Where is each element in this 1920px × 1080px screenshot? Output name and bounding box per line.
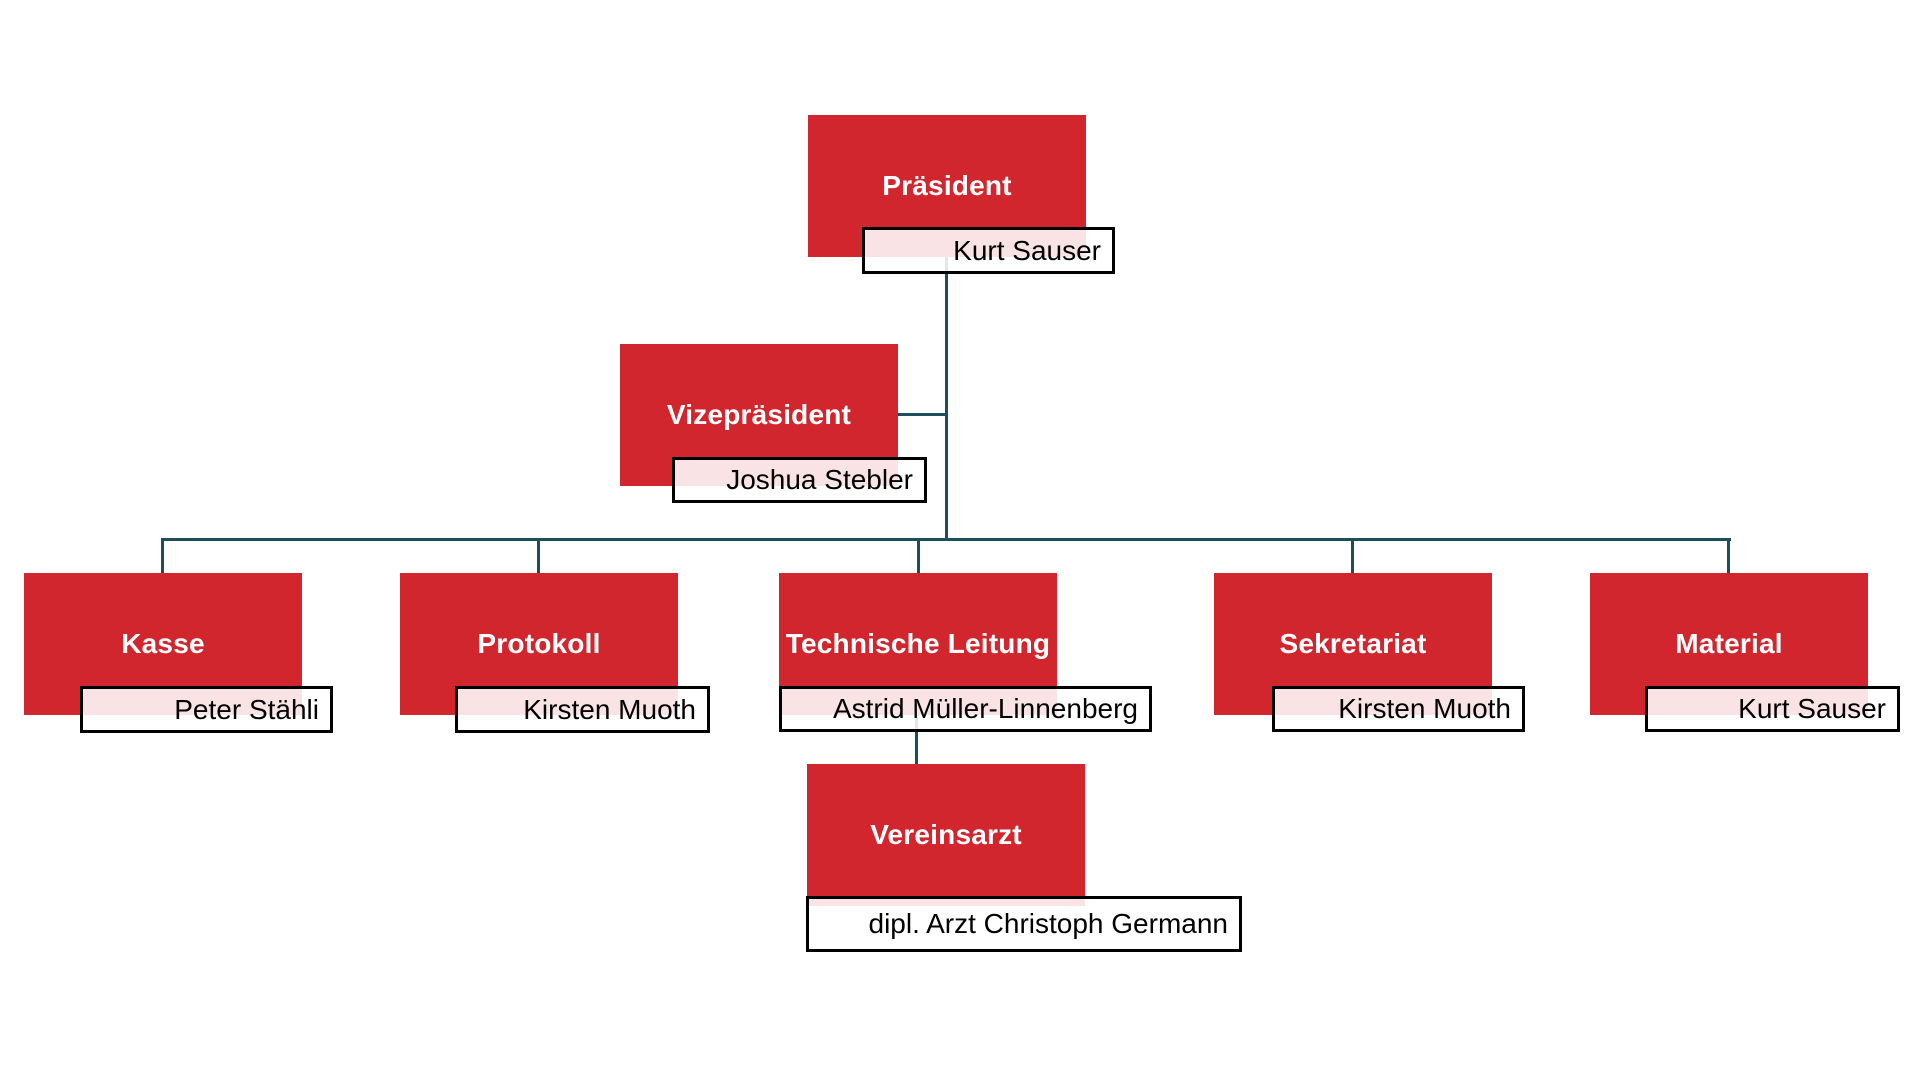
role-title: Vereinsarzt	[870, 819, 1022, 850]
connector-stub-material	[1727, 538, 1730, 574]
connector-stub-kasse	[161, 538, 164, 574]
person-name: Joshua Stebler	[726, 464, 913, 495]
person-name: Kirsten Muoth	[523, 693, 696, 725]
role-title: Material	[1675, 628, 1783, 659]
role-title: Vizepräsident	[666, 399, 852, 430]
role-title: Kasse	[121, 628, 205, 659]
org-node-protokoll: Protokoll Kirsten Muoth	[400, 573, 710, 733]
person-name: Kirsten Muoth	[1338, 693, 1511, 724]
org-node-kasse: Kasse Peter Stähli	[24, 573, 333, 733]
org-node-material: Material Kurt Sauser	[1590, 573, 1900, 732]
person-plate-praesident: Kurt Sauser	[862, 227, 1115, 274]
org-node-vereinsarzt: Vereinsarzt dipl. Arzt Christoph Germann	[806, 764, 1242, 952]
connector-children-rail	[161, 538, 1731, 541]
person-name: dipl. Arzt Christoph Germann	[868, 908, 1229, 939]
connector-stub-technische-leitung	[917, 538, 920, 574]
person-plate-vizepraesident: Joshua Stebler	[672, 457, 927, 503]
role-title: Präsident	[882, 170, 1012, 201]
org-node-vizepraesident: Vizepräsident Joshua Stebler	[620, 344, 927, 503]
person-plate-protokoll: Kirsten Muoth	[455, 686, 710, 733]
org-node-sekretariat: Sekretariat Kirsten Muoth	[1214, 573, 1525, 732]
connector-president-drop	[945, 230, 948, 540]
connector-vereinsarzt-drop	[915, 700, 918, 764]
person-plate-material: Kurt Sauser	[1645, 686, 1900, 732]
person-plate-kasse: Peter Stähli	[80, 686, 333, 733]
org-node-technische-leitung: Technische Leitung Astrid Müller-Linnenb…	[779, 573, 1152, 732]
person-name: Peter Stähli	[174, 693, 319, 725]
person-name: Kurt Sauser	[1738, 693, 1886, 724]
person-plate-technische-leitung: Astrid Müller-Linnenberg	[779, 686, 1152, 732]
person-name: Astrid Müller-Linnenberg	[832, 693, 1138, 724]
connector-stub-protokoll	[537, 538, 540, 574]
role-title: Technische Leitung	[785, 628, 1051, 659]
person-plate-vereinsarzt: dipl. Arzt Christoph Germann	[806, 896, 1242, 952]
connector-stub-sekretariat	[1351, 538, 1354, 574]
person-plate-sekretariat: Kirsten Muoth	[1272, 686, 1525, 732]
person-name: Kurt Sauser	[953, 234, 1101, 266]
org-node-praesident: Präsident Kurt Sauser	[808, 115, 1115, 274]
role-box-vereinsarzt: Vereinsarzt	[807, 764, 1085, 906]
role-title: Sekretariat	[1279, 628, 1427, 659]
role-title: Protokoll	[477, 628, 601, 659]
connector-vicepresident-branch	[898, 413, 948, 416]
